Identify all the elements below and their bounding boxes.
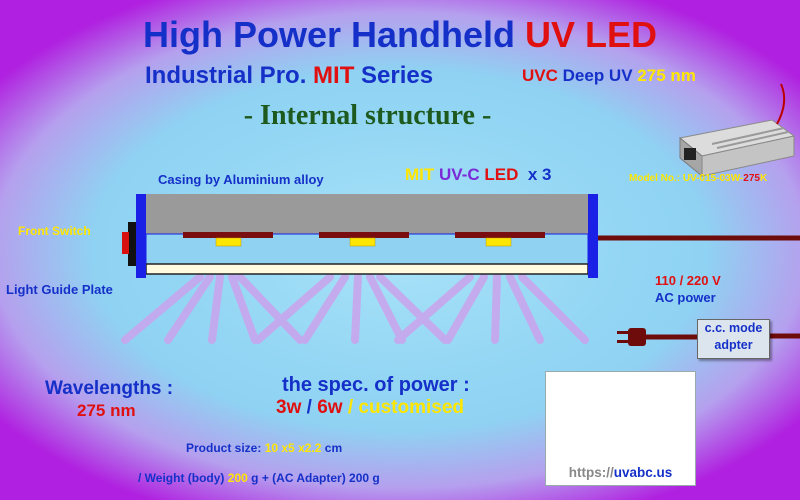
- adapter-line1: c.c. mode: [704, 321, 763, 335]
- power-plug-icon: [617, 328, 646, 346]
- title-highlight: UV LED: [525, 14, 658, 55]
- casing-label: Casing by Aluminium alloy: [158, 172, 324, 187]
- led-module: [455, 232, 545, 247]
- website-domain[interactable]: uvabc.us: [613, 465, 673, 480]
- main-title: High Power Handheld UV LED: [142, 14, 658, 55]
- right-end-cap: [588, 194, 598, 278]
- uv-rays: [121, 273, 589, 344]
- adapter-box: c.c. mode adpter: [697, 319, 770, 359]
- subtitle: Industrial Pro. MIT Series: [145, 62, 434, 89]
- led-module: [183, 232, 273, 247]
- front-switch-button: [122, 232, 129, 254]
- light-guide-label: Light Guide Plate: [6, 282, 113, 297]
- website-card[interactable]: https://uvabc.us: [545, 371, 696, 486]
- front-switch: [128, 222, 136, 266]
- left-end-cap: [136, 194, 146, 278]
- power-spec-values: 3w / 6w / customised: [276, 397, 464, 418]
- led-label: MIT UV-C LED x 3: [405, 165, 552, 184]
- weight-info: / Weight (body) 200 g + (AC Adapter) 200…: [138, 471, 380, 485]
- section-heading: - Internal structure -: [243, 100, 492, 131]
- series-name: MIT: [313, 62, 355, 89]
- front-switch-label: Front Switch: [18, 224, 91, 238]
- wavelengths-label: Wavelengths :: [45, 378, 174, 399]
- ac-power-label: AC power: [655, 290, 716, 305]
- led-module: [319, 232, 409, 247]
- adapter-line2: adpter: [714, 338, 753, 352]
- ac-voltage-label: 110 / 220 V: [655, 273, 721, 288]
- power-spec-label: the spec. of power :: [282, 374, 470, 396]
- wavelengths-value: 275 nm: [77, 401, 136, 420]
- model-number: Model No.: UV-015-03W-275K: [629, 173, 768, 184]
- website-link[interactable]: https://uvabc.us: [568, 465, 673, 480]
- product-size: Product size: 10 x5 x2.2 cm: [186, 441, 343, 455]
- uv-type-label: UVC Deep UV 275 nm: [522, 66, 696, 85]
- aluminium-casing: [146, 194, 588, 234]
- adapter-product-photo: [678, 83, 796, 178]
- light-guide-plate: [145, 263, 589, 275]
